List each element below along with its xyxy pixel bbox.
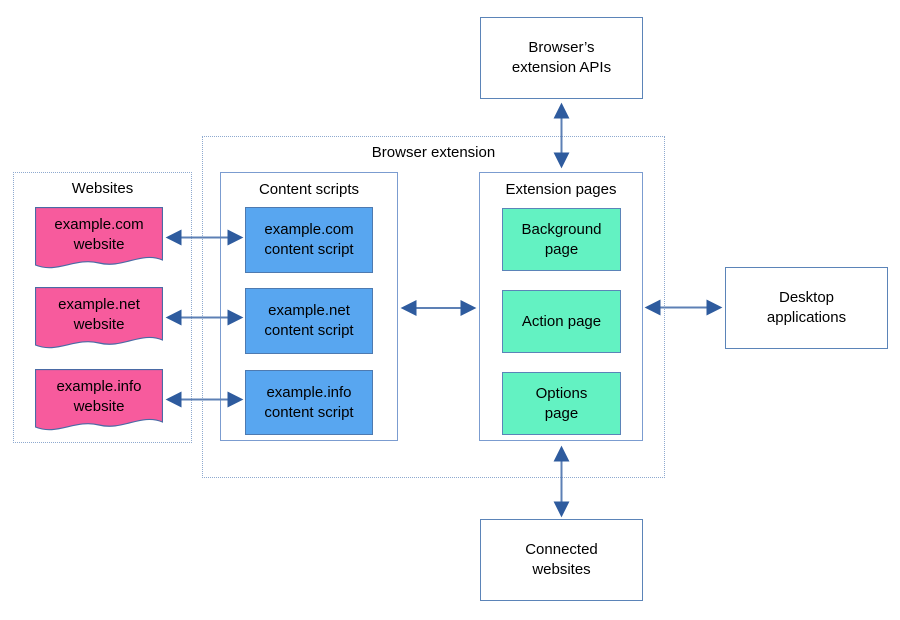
document-shape-icon bbox=[35, 369, 163, 431]
node-label: example.info website bbox=[56, 377, 142, 415]
node-background-page: Background page bbox=[502, 208, 621, 271]
group-websites: Websites bbox=[13, 172, 192, 443]
container-content-scripts-title: Content scripts bbox=[258, 181, 360, 198]
document-shape-icon bbox=[35, 287, 163, 349]
node-connected-websites: Connected websites bbox=[480, 519, 643, 601]
node-example-info-website: example.info website bbox=[35, 369, 163, 435]
node-example-net-website: example.net website bbox=[35, 287, 163, 353]
node-example-com-content-script: example.com content script bbox=[245, 207, 373, 273]
node-action-page: Action page bbox=[502, 290, 621, 353]
node-example-info-content-script: example.info content script bbox=[245, 370, 373, 435]
node-desktop-applications: Desktop applications bbox=[725, 267, 888, 349]
group-websites-title: Websites bbox=[71, 180, 134, 197]
container-extension-pages-title: Extension pages bbox=[505, 181, 617, 198]
node-example-com-website: example.com website bbox=[35, 207, 163, 273]
document-shape-icon bbox=[35, 207, 163, 269]
node-label: example.net website bbox=[58, 295, 140, 333]
node-options-page: Options page bbox=[502, 372, 621, 435]
node-example-net-content-script: example.net content script bbox=[245, 288, 373, 354]
node-label: example.com website bbox=[54, 215, 144, 253]
node-browser-extension-apis: Browser’s extension APIs bbox=[480, 17, 643, 99]
group-browser-extension-title: Browser extension bbox=[371, 144, 496, 161]
